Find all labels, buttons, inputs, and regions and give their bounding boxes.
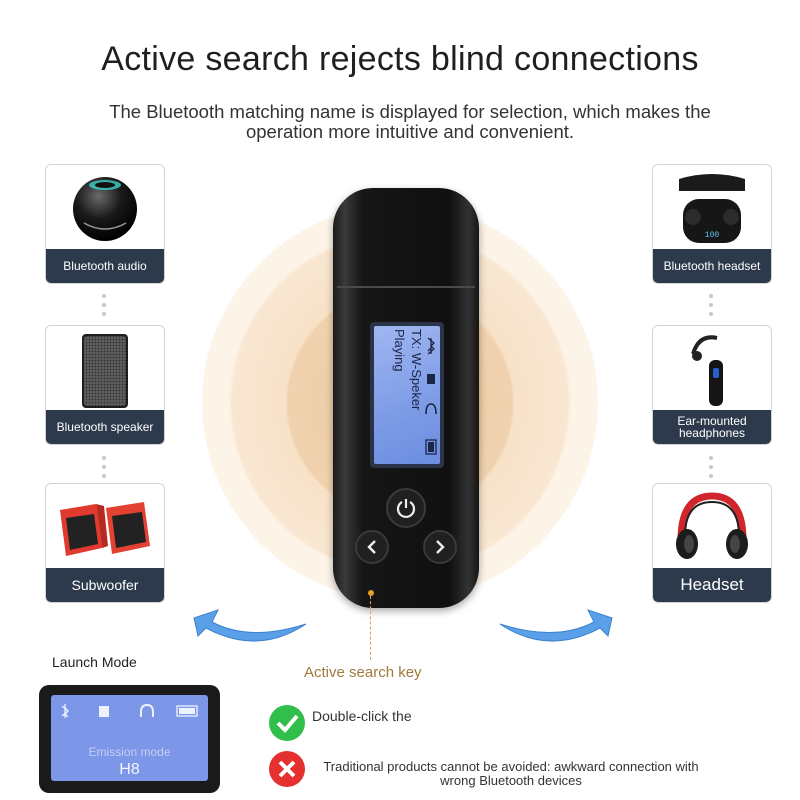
earbuds-case-icon: 100: [679, 174, 745, 243]
device-screen: TX: W-Speker Playing: [370, 322, 444, 468]
screen-line-device: TX: W-Speker: [409, 329, 424, 411]
curved-arrow-right-icon: [499, 609, 613, 642]
bluetooth-icon: [61, 704, 69, 718]
earpiece-icon: [691, 335, 723, 406]
active-search-key-label: Active search key: [304, 664, 422, 681]
launch-mode-screen: Emission mode H8: [39, 685, 220, 793]
device-card-bluetooth-speaker[interactable]: Bluetooth speaker: [45, 325, 165, 445]
mini-status-icons: [61, 703, 198, 718]
battery-icon: [425, 439, 437, 455]
curved-arrow-left-icon: [193, 609, 307, 642]
connector-dots: [102, 294, 106, 321]
device-card-subwoofer[interactable]: Subwoofer: [45, 483, 165, 603]
headphone-icon: [425, 403, 437, 415]
battery-icon: [176, 705, 198, 717]
chevron-right-icon: [436, 540, 445, 554]
screen-status-icons: [425, 337, 437, 455]
device-label: Bluetooth speaker: [46, 410, 164, 444]
device-card-bluetooth-audio[interactable]: Bluetooth audio: [45, 164, 165, 284]
device-card-bluetooth-headset[interactable]: 100 Bluetooth headset: [652, 164, 772, 284]
connector-dots: [709, 294, 713, 321]
device-label: Subwoofer: [46, 568, 164, 602]
mode-text: Emission mode: [88, 745, 171, 759]
cap-seam: [337, 286, 475, 288]
bad-comparison-text: Traditional products cannot be avoided: …: [323, 759, 699, 788]
previous-button[interactable]: [355, 530, 389, 564]
device-card-ear-mounted-headphones[interactable]: Ear-mounted headphones: [652, 325, 772, 445]
connector-dots: [102, 456, 106, 483]
active-search-key-led[interactable]: [368, 590, 374, 596]
headphones-icon: [676, 492, 748, 559]
key-pointer-line: [370, 596, 372, 660]
screen-line-status: Playing: [392, 329, 407, 372]
device-label: Bluetooth audio: [46, 249, 164, 283]
cross-icon: [269, 751, 305, 787]
sphere-speaker-icon: [73, 177, 137, 241]
next-button[interactable]: [423, 530, 457, 564]
good-comparison-text: Double-click the: [312, 708, 412, 724]
screen-text: TX: W-Speker Playing: [391, 329, 425, 457]
device-card-headset[interactable]: Headset: [652, 483, 772, 603]
card-icon: [427, 374, 435, 384]
device-label: Bluetooth headset: [653, 249, 771, 283]
case-battery-display: 100: [705, 231, 720, 240]
mode-value: H8: [119, 761, 140, 778]
power-icon: [396, 499, 416, 519]
bluetooth-icon: [427, 337, 435, 355]
card-icon: [99, 706, 109, 717]
speaker-icon: [82, 334, 128, 408]
connector-dots: [709, 456, 713, 483]
chevron-left-icon: [367, 540, 376, 554]
page-title: Active search rejects blind connections: [101, 40, 699, 78]
check-icon: [269, 705, 305, 741]
subwoofer-icon: [60, 502, 150, 556]
page-subtitle: The Bluetooth matching name is displayed…: [109, 101, 711, 142]
power-button[interactable]: [386, 488, 426, 528]
device-label: Ear-mounted headphones: [653, 410, 771, 444]
headphone-icon: [140, 703, 154, 717]
device-label: Headset: [653, 568, 771, 602]
launch-mode-label: Launch Mode: [52, 654, 137, 670]
